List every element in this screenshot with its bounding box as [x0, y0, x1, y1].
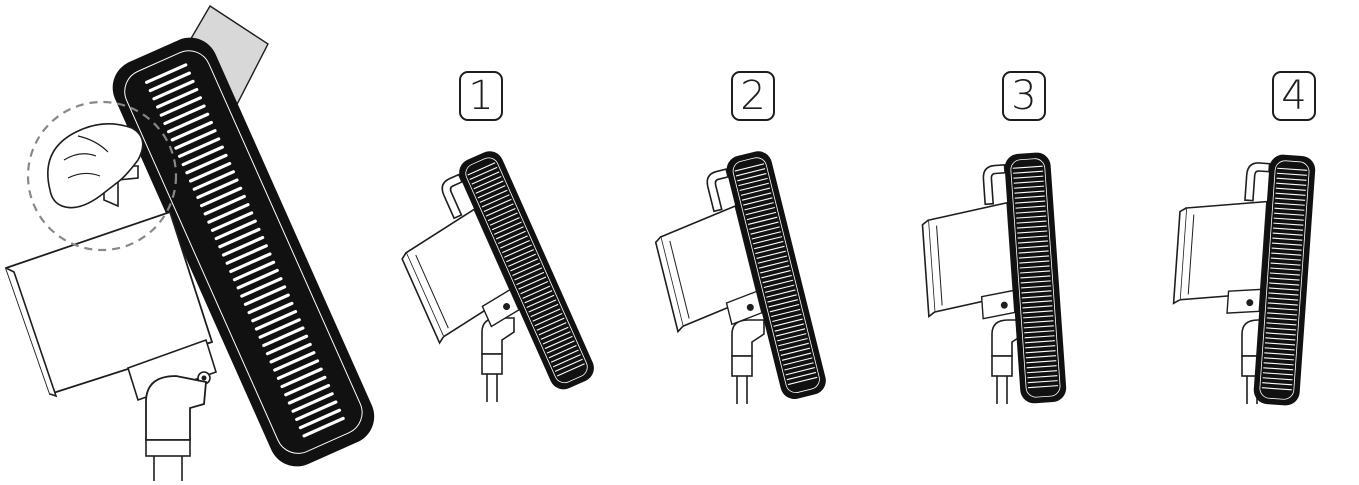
step-badge-3: 3 [1002, 71, 1046, 121]
step-fan-4 [1166, 146, 1317, 408]
step-badge-1: 1 [459, 71, 503, 121]
step-badge-4: 4 [1272, 71, 1316, 121]
step-number: 2 [740, 73, 766, 119]
step-number: 1 [468, 73, 494, 119]
step-fan-3 [917, 150, 1068, 412]
step-number: 3 [1011, 73, 1037, 119]
step-number: 4 [1281, 73, 1307, 119]
callout-circle [26, 100, 178, 252]
step-fan-2 [639, 147, 830, 424]
step-badge-2: 2 [731, 71, 775, 121]
step-fan-1 [375, 145, 600, 430]
main-fan-illustration [4, 5, 375, 481]
